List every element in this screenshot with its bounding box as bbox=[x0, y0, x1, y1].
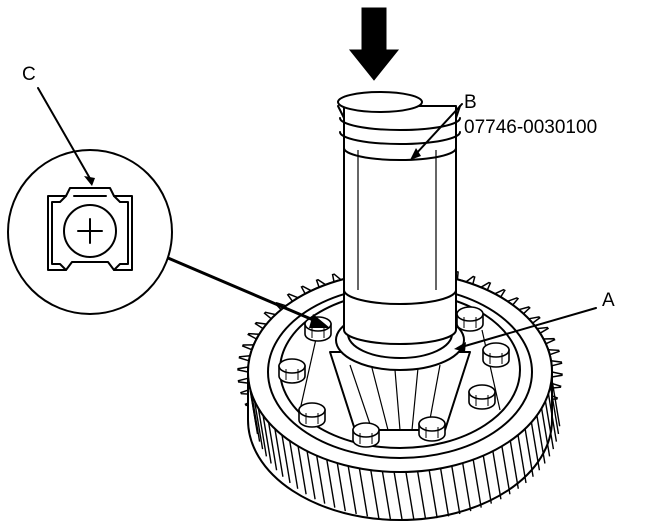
gear-helix-line bbox=[482, 455, 492, 504]
gear-tooth bbox=[238, 355, 251, 362]
inset-bracket-left bbox=[47, 195, 67, 271]
gear-helix-line bbox=[551, 378, 561, 427]
gear-tooth bbox=[548, 348, 560, 356]
gear-helix-line bbox=[250, 393, 261, 442]
bolt-head bbox=[352, 422, 380, 448]
bolt-head bbox=[278, 358, 306, 384]
gear-helix-line bbox=[267, 422, 278, 471]
press-force-arrow bbox=[348, 7, 400, 81]
gear-helix-line bbox=[405, 471, 415, 521]
leader-inset-to-gear bbox=[167, 256, 319, 324]
gear-helix-line bbox=[524, 428, 534, 477]
gear-tooth bbox=[518, 306, 531, 315]
leader-a-tip bbox=[454, 342, 466, 352]
gear-helix-line bbox=[336, 462, 346, 512]
tool-shaft-step bbox=[343, 289, 457, 305]
case-ribs bbox=[299, 329, 501, 431]
label-b: B bbox=[464, 92, 477, 113]
gear-helix-line bbox=[509, 440, 519, 489]
detail-inset-c bbox=[7, 149, 173, 315]
gear-helix-line bbox=[549, 385, 560, 435]
gear-helix-line bbox=[536, 415, 546, 464]
gear-helix-line bbox=[381, 471, 392, 520]
gear-helix-line bbox=[358, 468, 369, 517]
gear-helix-line bbox=[253, 400, 264, 450]
bolt-head bbox=[418, 416, 446, 442]
gear-helix-line bbox=[517, 434, 527, 484]
gear-helix-line bbox=[326, 459, 336, 508]
gear-helix-line bbox=[492, 451, 502, 500]
gear-tooth bbox=[237, 377, 250, 384]
leader-c-tip bbox=[84, 176, 95, 186]
gear-tooth bbox=[507, 297, 520, 306]
gear-tooth bbox=[551, 371, 563, 378]
gear-helix-line bbox=[347, 465, 357, 515]
gear-tooth bbox=[241, 344, 254, 351]
inset-center-mark bbox=[77, 218, 103, 244]
tool-groove-2 bbox=[339, 131, 461, 145]
gear-helix-line bbox=[428, 469, 438, 519]
bolt-head bbox=[468, 384, 496, 410]
gear-helix-line bbox=[262, 415, 272, 464]
gear-helix-line bbox=[462, 462, 472, 512]
tool-groove-1 bbox=[339, 117, 461, 131]
gear-helix-line bbox=[297, 446, 307, 495]
leader-b-tip bbox=[410, 148, 421, 160]
label-a: A bbox=[602, 290, 615, 311]
bolt-head bbox=[482, 342, 510, 368]
leader-inset-arrowhead bbox=[309, 314, 330, 328]
gear-helix-line bbox=[547, 393, 558, 442]
inset-bracket-right bbox=[113, 195, 133, 271]
tool-shaft-body bbox=[343, 105, 457, 345]
gear-helix-line bbox=[393, 471, 403, 521]
bolt-head bbox=[456, 306, 484, 332]
ring-gear-bolts bbox=[278, 306, 510, 448]
gear-helix-line bbox=[540, 408, 551, 457]
gear-helix-line bbox=[316, 455, 326, 504]
gear-helix-line bbox=[370, 469, 380, 519]
tool-groove-3 bbox=[343, 147, 457, 161]
leader-c bbox=[37, 87, 93, 183]
gear-helix-line bbox=[257, 408, 268, 457]
bolt-head bbox=[298, 402, 326, 428]
gear-helix-line bbox=[416, 471, 427, 520]
gear-helix-line bbox=[451, 465, 461, 515]
leader-a bbox=[457, 307, 597, 349]
gear-helix-line bbox=[472, 459, 482, 508]
special-tool-b bbox=[337, 91, 461, 345]
gear-tooth bbox=[286, 293, 299, 302]
gear-helix-line bbox=[281, 434, 291, 484]
gear-helix-line bbox=[289, 440, 299, 489]
gear-helix-line bbox=[274, 428, 284, 477]
gear-tooth bbox=[237, 366, 249, 373]
gear-tooth bbox=[550, 360, 563, 367]
gear-helix-line bbox=[247, 378, 257, 427]
inset-retainer bbox=[65, 187, 115, 271]
gear-helix-lines bbox=[247, 378, 561, 521]
gear-tooth bbox=[494, 288, 506, 298]
gear-helix-line bbox=[439, 468, 450, 517]
label-c: C bbox=[22, 64, 36, 85]
leader-b bbox=[413, 103, 463, 157]
gear-helix-line bbox=[544, 400, 555, 450]
gear-helix-line bbox=[501, 446, 511, 495]
gear-helix-line bbox=[306, 451, 316, 500]
label-b-part-number: 07746-0030100 bbox=[464, 117, 597, 138]
tool-top-face bbox=[337, 91, 423, 113]
gear-helix-line bbox=[530, 422, 541, 471]
